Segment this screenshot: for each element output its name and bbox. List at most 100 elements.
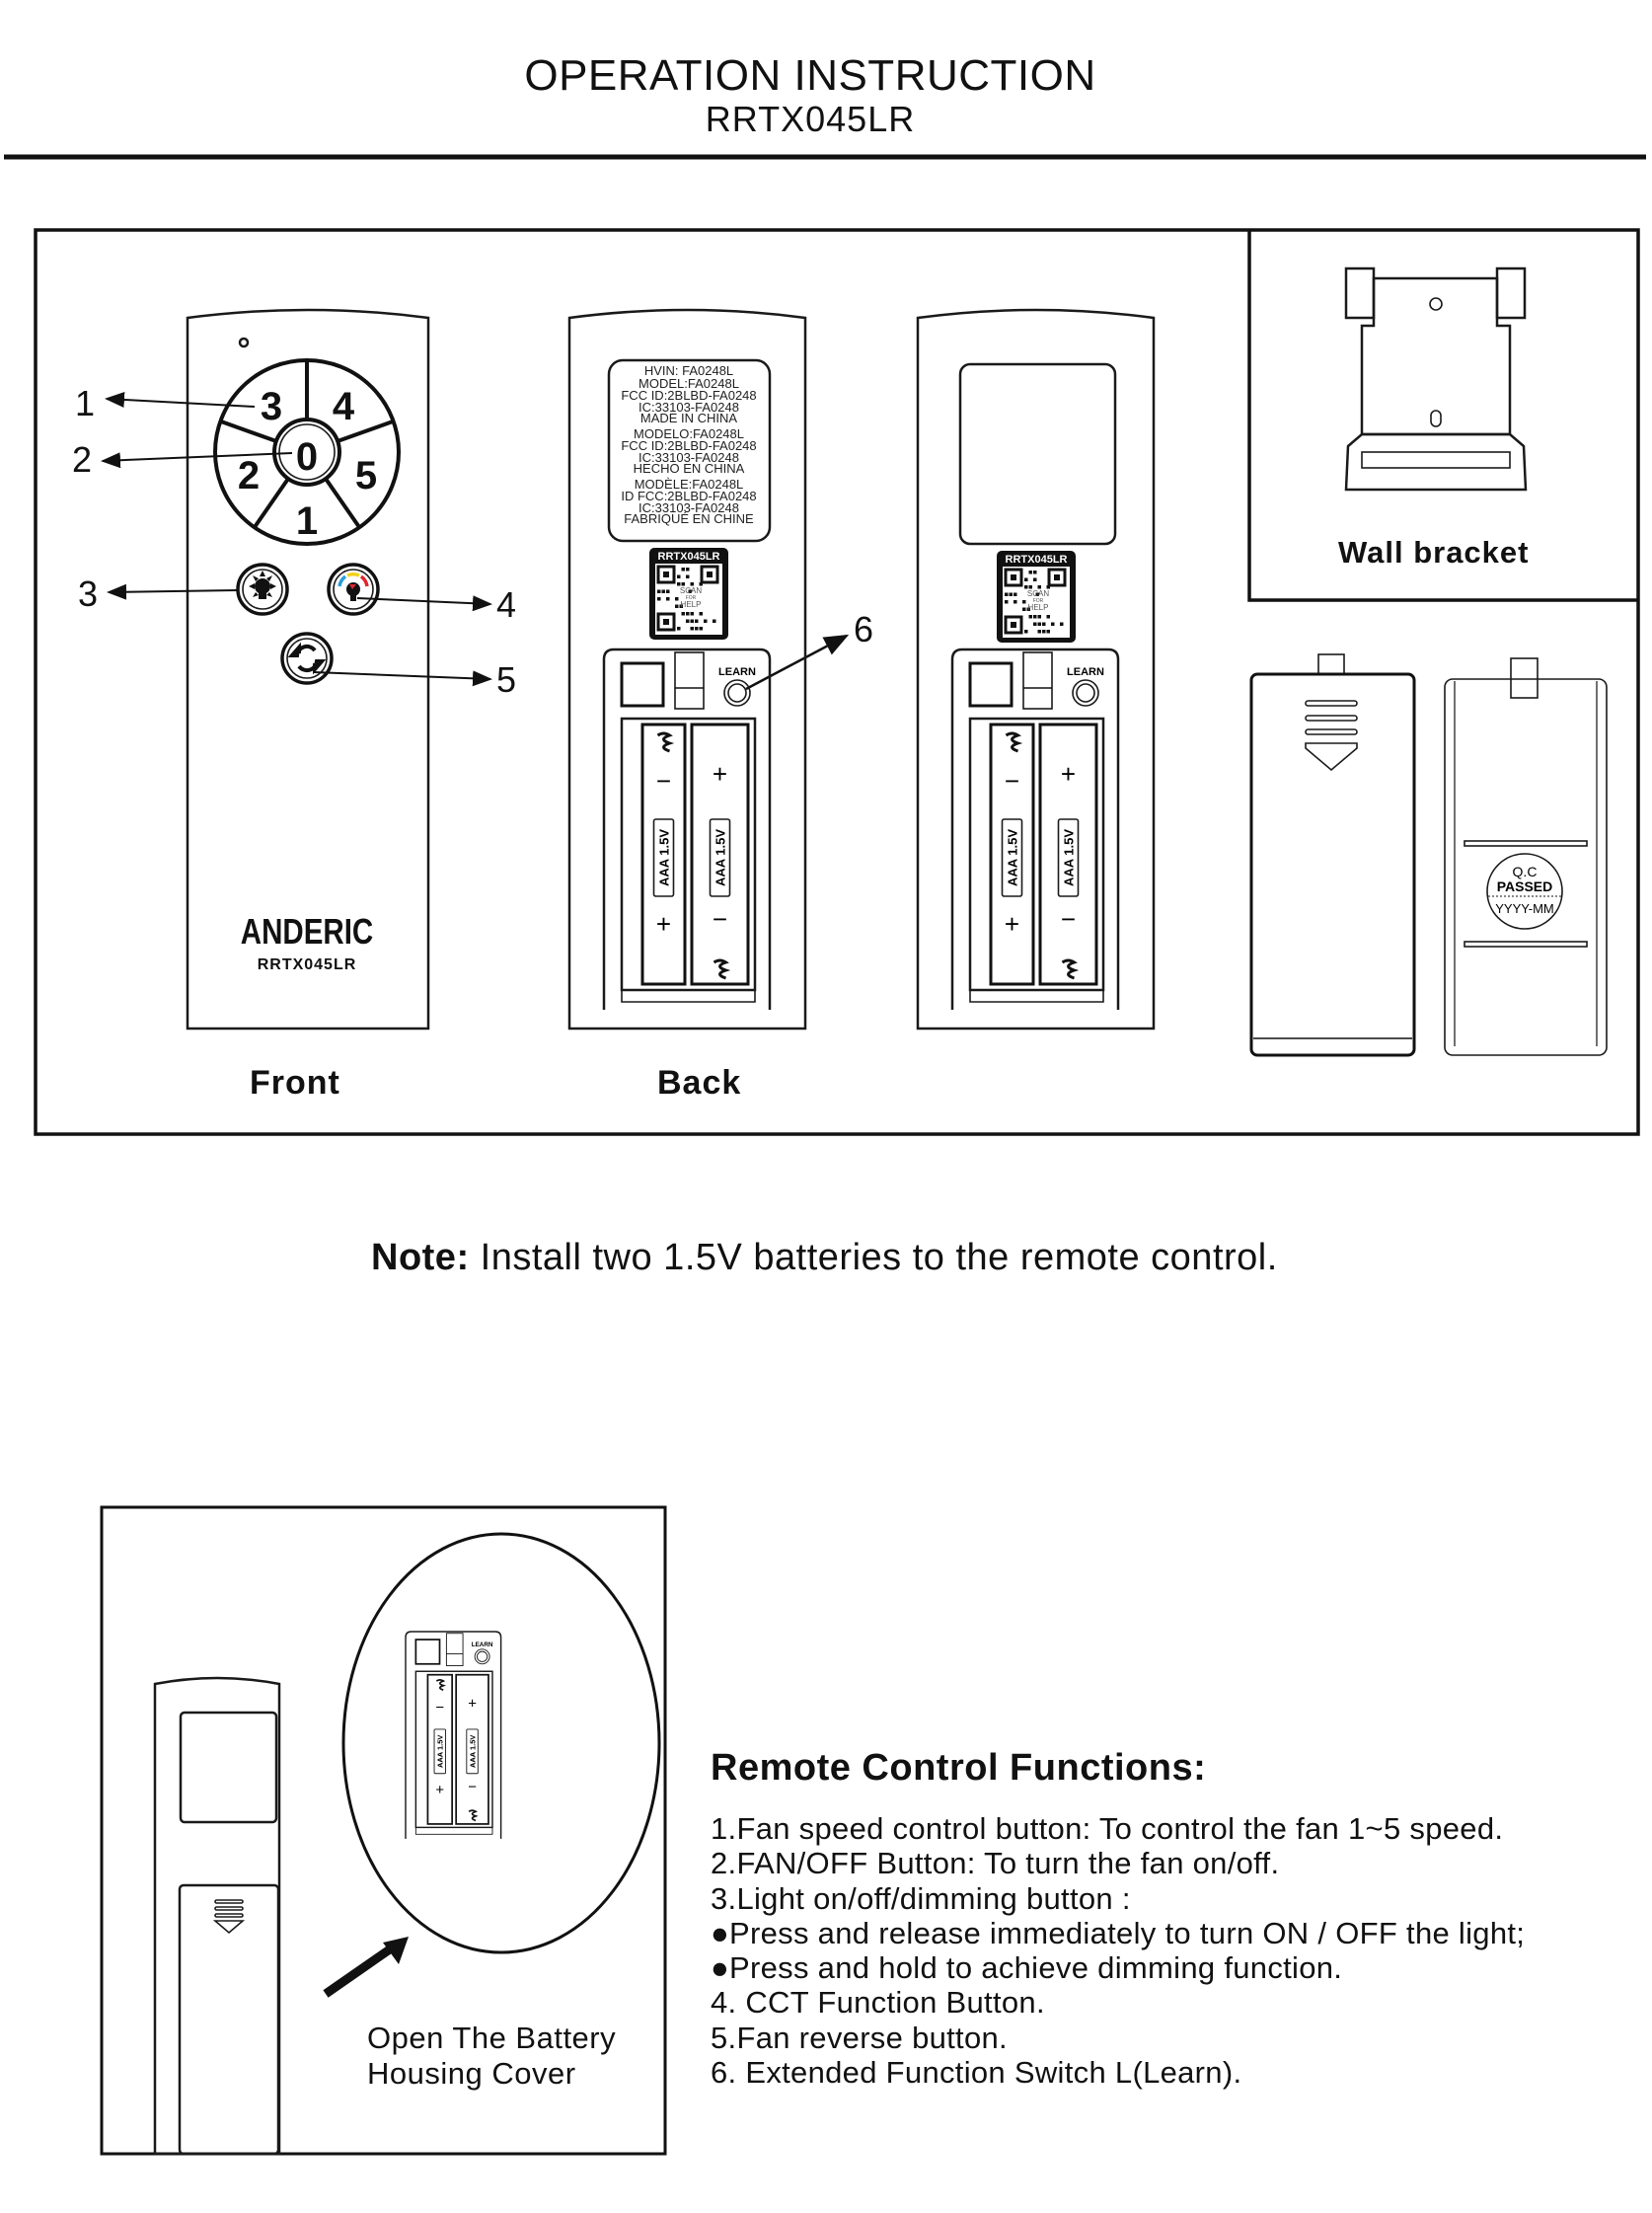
- function-item: 6. Extended Function Switch L(Learn).: [711, 2055, 1242, 2090]
- grip-arrow-icon: [212, 1899, 246, 1935]
- open-arrow-icon: [323, 1941, 400, 1998]
- battery-cover-front: [1249, 653, 1416, 1057]
- qr-text: HELP: [1028, 603, 1049, 612]
- qc-line-1: Q.C: [1513, 864, 1538, 879]
- qr-badge-model: RRTX045LR: [1006, 554, 1068, 566]
- polarity-mark: −: [468, 1779, 477, 1795]
- function-item: 3.Light on/off/dimming button :: [711, 1881, 1131, 1916]
- polarity-mark: +: [468, 1696, 477, 1713]
- learn-button: [723, 679, 751, 707]
- learn-button: [474, 1648, 490, 1665]
- note-line: Note: Install two 1.5V batteries to the …: [371, 1237, 1278, 1279]
- battery-label: AAA 1.5V: [1062, 829, 1077, 886]
- fan-off-button: 0: [296, 435, 318, 479]
- note-label: Note:: [371, 1237, 470, 1278]
- battery-label: AAA 1.5V: [713, 829, 728, 886]
- qr-text: HELP: [681, 600, 702, 609]
- qr-text: SCAN: [1027, 589, 1049, 598]
- aaa-battery: − + AAA 1.5V: [426, 1673, 454, 1825]
- zoomed-battery-compartment: LEARN−+AAA 1.5V+−AAA 1.5V: [405, 1631, 502, 1839]
- polarity-mark: +: [435, 1782, 444, 1798]
- function-item: ●Press and hold to achieve dimming funct…: [711, 1950, 1343, 1985]
- speed-2-button: 2: [238, 454, 260, 497]
- label-line: HVIN: FA0248L: [644, 363, 733, 378]
- aaa-battery: +−AAA 1.5V: [1038, 723, 1098, 986]
- battery-instruction-line: Open The Battery: [367, 2021, 617, 2055]
- aaa-battery: − + AAA 1.5V: [640, 723, 687, 986]
- label-line: IC:33103-FA0248: [638, 400, 739, 415]
- led-indicator-icon: [238, 337, 250, 348]
- function-item: ●Press and release immediately to turn O…: [711, 1916, 1526, 1950]
- label-line: MODELO:FA0248L: [634, 426, 744, 441]
- wall-bracket-drawing: [1344, 267, 1528, 492]
- qr-text: FOR: [686, 595, 697, 601]
- battery-compartment: LEARN−+AAA 1.5V+−AAA 1.5V: [602, 648, 772, 1010]
- polarity-mark: −: [1005, 766, 1019, 796]
- slide-switch: [674, 651, 705, 710]
- battery-door: [178, 1883, 280, 2156]
- qr-text: FOR: [1033, 598, 1044, 604]
- label-line: ID FCC:2BLBD-FA0248: [621, 489, 756, 503]
- qr-text: SCAN: [680, 586, 702, 595]
- qc-line-3: YYYY-MM: [1495, 901, 1553, 916]
- brand-logo: ANDERIC: [241, 911, 373, 951]
- label-line: MODEL:FA0248L: [638, 376, 739, 391]
- polarity-mark: +: [656, 909, 671, 939]
- battery-cover-back: Q.C PASSED YYYY-MM: [1444, 657, 1608, 1056]
- label-line: HECHO EN CHINA: [634, 461, 745, 476]
- speed-3-button: 3: [261, 385, 282, 428]
- learn-button: [1072, 679, 1099, 707]
- label-line: FCC ID:2BLBD-FA0248: [621, 388, 756, 403]
- polarity-mark: −: [713, 904, 727, 934]
- callout-6: 6: [854, 609, 873, 649]
- qr-badge-model: RRTX045LR: [658, 551, 720, 563]
- grip-arrow-icon: [1305, 700, 1358, 772]
- polarity-mark: −: [435, 1700, 444, 1717]
- battery-label: AAA 1.5V: [657, 829, 672, 886]
- callouts: 1 2 3 4 5 6: [72, 383, 873, 700]
- battery-instruction-frame: [100, 1505, 667, 2156]
- learn-label: LEARN: [1067, 666, 1104, 678]
- aaa-battery: −+AAA 1.5V: [989, 723, 1035, 986]
- spring-icon: [1061, 958, 1080, 980]
- callout-4: 4: [496, 584, 516, 625]
- light-dimming-button: [236, 563, 289, 616]
- functions-title: Remote Control Functions:: [711, 1747, 1207, 1789]
- spring-icon: [1005, 731, 1023, 753]
- speed-1-button: 1: [296, 499, 318, 543]
- battery-label: AAA 1.5V: [468, 1735, 477, 1768]
- polarity-mark: +: [713, 759, 727, 789]
- fan-reverse-button: [280, 632, 334, 685]
- front-caption: Front: [250, 1064, 340, 1102]
- battery-compartment: LEARN − + AAA 1.5V+−AAA 1.5V: [950, 648, 1120, 1010]
- spring-icon: [713, 958, 731, 980]
- callout-1: 1: [75, 383, 95, 423]
- battery-instruction-line: Housing Cover: [367, 2056, 576, 2091]
- polarity-mark: −: [656, 766, 671, 796]
- main-figure-frame: [34, 228, 1640, 1136]
- qc-passed-stamp: [1486, 853, 1563, 930]
- qc-line-2: PASSED: [1497, 878, 1553, 894]
- wall-bracket-caption: Wall bracket: [1338, 535, 1530, 570]
- slide-switch: [1022, 651, 1053, 710]
- function-item: 1.Fan speed control button: To control t…: [711, 1811, 1504, 1846]
- slide-switch: [445, 1633, 464, 1666]
- spring-icon: [435, 1679, 446, 1692]
- label-line: MODÈLE:FA0248L: [635, 477, 744, 492]
- remote-model-label: RRTX045LR: [258, 956, 357, 973]
- label-line: IC:33103-FA0248: [638, 500, 739, 515]
- polarity-mark: +: [1005, 909, 1019, 939]
- battery-label: AAA 1.5V: [436, 1735, 445, 1768]
- remote-back-small: [153, 1676, 281, 2156]
- function-item: 5.Fan reverse button.: [711, 2021, 1008, 2055]
- speed-4-button: 4: [333, 385, 355, 428]
- cct-button: [327, 563, 380, 616]
- aaa-battery: + − AAA 1.5V: [690, 723, 750, 986]
- callout-2: 2: [72, 439, 92, 480]
- page-subtitle-model: RRTX045LR: [705, 99, 916, 139]
